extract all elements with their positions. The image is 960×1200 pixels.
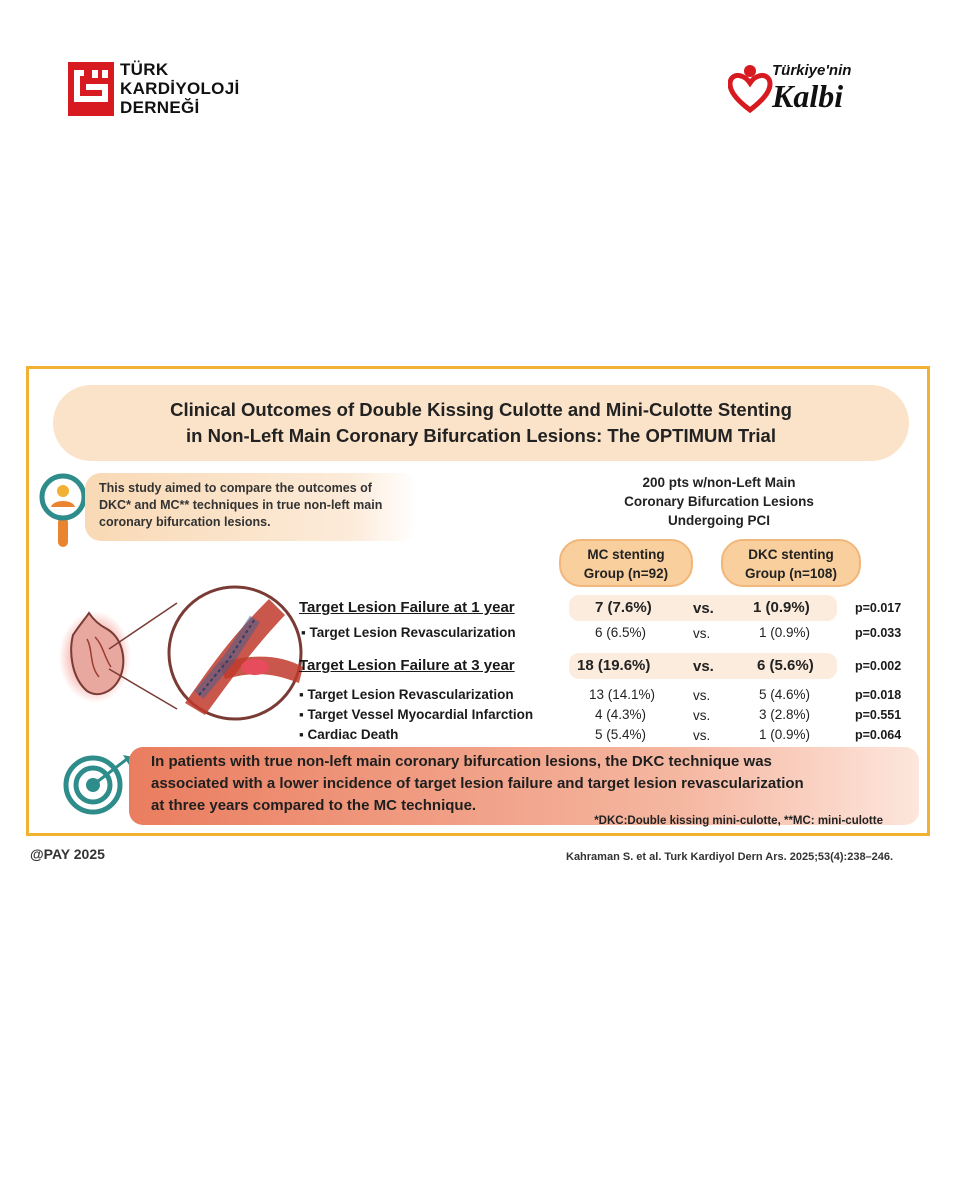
mc-group-line-2: Group (n=92) [583,566,669,581]
citation: Kahraman S. et al. Turk Kardiyol Dern Ar… [566,851,894,863]
row-tlf-3y-dkc: 6 (5.6%) [757,657,814,674]
row-tvmi-mc: 4 (4.3%) [595,707,647,722]
heart-person-icon [728,65,773,114]
aim-line-2: DKC* and MC** techniques in true non-lef… [99,498,383,512]
tk-line-1: Türkiye'nin [772,62,852,79]
row-tlr-1y-label-text: Target Lesion Revascularization [309,625,516,640]
study-line-2: Coronary Bifurcation Lesions [624,494,814,509]
row-tlr-1y-label: ▪ Target Lesion Revascularization [301,625,516,640]
row-tlf-3y-label: Target Lesion Failure at 3 year [299,657,515,674]
row-tlr-3y-mc: 13 (14.1%) [589,687,656,702]
row-tvmi-p: p=0.551 [855,708,902,722]
row-1y-highlight [569,595,837,621]
row-tlr-3y-label-text: Target Lesion Revascularization [307,687,514,702]
tkd-logo: TÜRK KARDİYOLOJİ DERNEĞİ [68,60,258,120]
row-tlr-1y-p: p=0.033 [855,626,902,640]
row-cd-label: ▪ Cardiac Death [299,727,399,742]
tk-line-2: Kalbi [772,78,844,114]
row-tvmi-vs: vs. [693,708,711,723]
heart-stent-illustration [59,585,303,721]
tkd-heart-mark-icon [68,62,114,116]
title-line-1: Clinical Outcomes of Double Kissing Culo… [170,399,792,420]
row-tlr-3y-dkc: 5 (4.6%) [759,687,811,702]
row-tlf-1y-dkc: 1 (0.9%) [753,599,810,616]
row-tlf-1y-vs: vs. [693,600,714,617]
conclusion-box: In patients with true non-left main coro… [129,747,919,825]
title-line-2: in Non-Left Main Coronary Bifurcation Le… [186,425,776,446]
row-tlf-1y-label: Target Lesion Failure at 1 year [299,599,515,616]
study-population: 200 pts w/non-Left Main Coronary Bifurca… [569,473,869,530]
tkd-name: TÜRK KARDİYOLOJİ DERNEĞİ [120,60,239,117]
row-3y-highlight [569,653,837,679]
conclusion-line-2: associated with a lower incidence of tar… [151,775,804,792]
dkc-group-header: DKC stenting Group (n=108) [721,539,861,587]
mc-group-line-1: MC stenting [587,547,665,562]
row-tlr-1y-mc: 6 (6.5%) [595,625,647,640]
target-icon [63,755,133,815]
tkd-line-1: TÜRK [120,60,169,79]
row-tvmi-dkc: 3 (2.8%) [759,707,811,722]
author-signature: @PAY 2025 [30,846,105,862]
turkiyenin-kalbi-logo: Türkiye'nin Kalbi [728,56,878,120]
row-tvmi-label-text: Target Vessel Myocardial Infarction [307,707,534,722]
row-tlr-3y-p: p=0.018 [855,688,902,702]
study-line-1: 200 pts w/non-Left Main [642,475,796,490]
row-cd-mc: 5 (5.4%) [595,727,647,742]
mc-group-header: MC stenting Group (n=92) [559,539,693,587]
row-tvmi-label: ▪ Target Vessel Myocardial Infarction [299,707,534,722]
dkc-group-line-2: Group (n=108) [745,566,837,581]
abbreviation-footnote: *DKC:Double kissing mini-culotte, **MC: … [594,815,883,827]
row-tlr-3y-vs: vs. [693,688,711,703]
row-tlf-3y-mc: 18 (19.6%) [577,657,651,674]
row-tlr-1y-vs: vs. [693,626,711,641]
tkd-line-3: DERNEĞİ [120,98,200,117]
row-tlr-3y-label: ▪ Target Lesion Revascularization [299,687,514,702]
row-tlf-1y-p: p=0.017 [855,601,902,615]
tkd-line-2: KARDİYOLOJİ [120,79,240,98]
row-cd-p: p=0.064 [855,728,902,742]
magnifier-person-icon [39,473,87,547]
row-tlf-3y-p: p=0.002 [855,659,902,673]
study-aim-box: This study aimed to compare the outcomes… [85,473,417,541]
row-tlr-1y-dkc: 1 (0.9%) [759,625,811,640]
conclusion-line-3: at three years compared to the MC techni… [151,797,477,814]
dkc-group-line-1: DKC stenting [748,547,834,562]
conclusion-line-1: In patients with true non-left main coro… [151,753,772,770]
study-line-3: Undergoing PCI [668,513,770,528]
row-tlf-3y-vs: vs. [693,658,714,675]
row-cd-label-text: Cardiac Death [307,727,399,742]
aim-line-1: This study aimed to compare the outcomes… [99,481,372,495]
row-tlf-1y-mc: 7 (7.6%) [595,599,652,616]
title-banner: Clinical Outcomes of Double Kissing Culo… [53,385,909,461]
abstract-card: Clinical Outcomes of Double Kissing Culo… [26,366,930,836]
aim-line-3: coronary bifurcation lesions. [99,515,271,529]
row-cd-vs: vs. [693,728,711,743]
row-cd-dkc: 1 (0.9%) [759,727,811,742]
